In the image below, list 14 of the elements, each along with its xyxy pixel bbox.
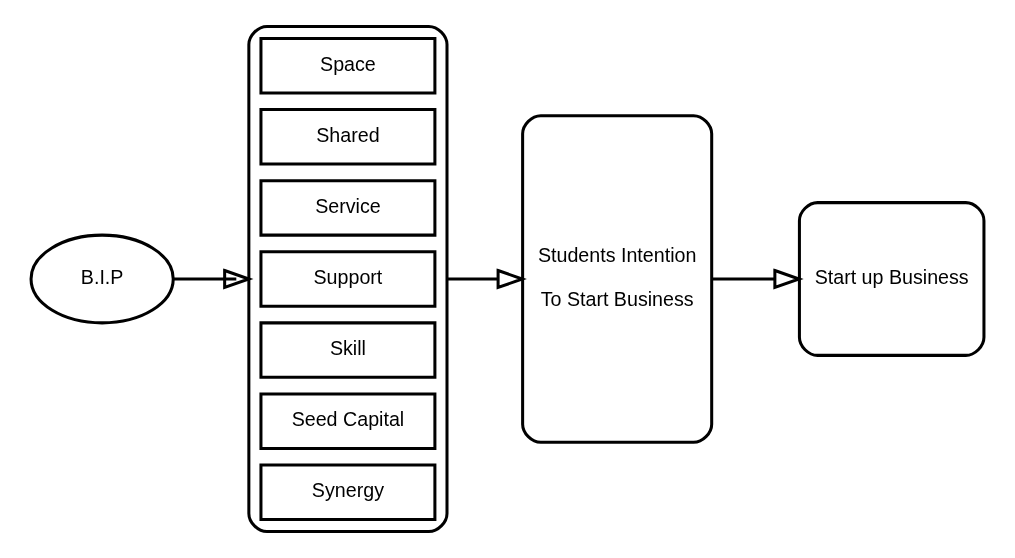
node-box: Support (259, 250, 437, 308)
node-box: Synergy (259, 463, 437, 521)
node-box: Space (259, 37, 437, 95)
node-box: Students Intention To Start Business (521, 114, 714, 444)
node-ellipse: B.I.P (29, 233, 175, 325)
node-box: Service (259, 179, 437, 237)
node-box: Start up Business (797, 201, 986, 357)
node-box: Seed Capital (259, 392, 437, 450)
cluster (247, 24, 449, 534)
arrow (173, 268, 254, 290)
node-box: Shared (259, 108, 437, 166)
arrow (711, 268, 804, 290)
arrow (447, 268, 527, 290)
node-box: Skill (259, 321, 437, 379)
